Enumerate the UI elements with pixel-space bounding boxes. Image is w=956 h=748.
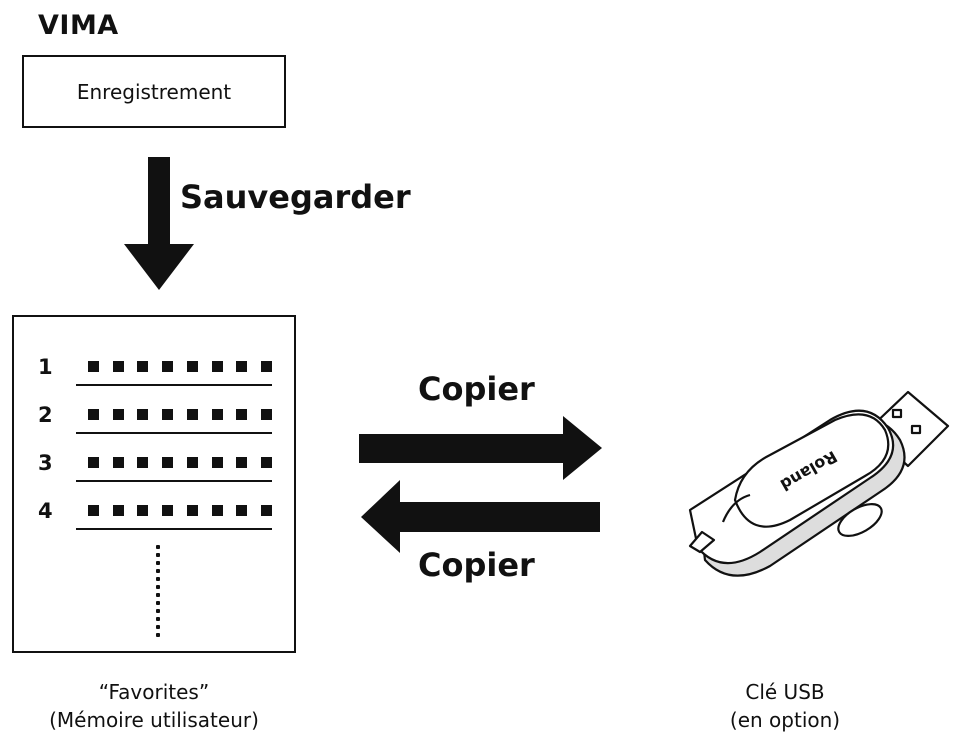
memory-slot-4: 4 bbox=[14, 489, 294, 535]
favorites-caption: “Favorites” (Mémoire utilisateur) bbox=[12, 678, 296, 734]
memory-slot-2: 2 bbox=[14, 393, 294, 439]
memory-slot-3: 3 bbox=[14, 441, 294, 487]
slot-underline bbox=[76, 384, 272, 386]
diagram-title: VIMA bbox=[38, 10, 119, 41]
slot-number: 1 bbox=[38, 355, 53, 379]
slot-underline bbox=[76, 480, 272, 482]
memory-slot-1: 1 bbox=[14, 345, 294, 391]
copy-from-usb-label: Copier bbox=[418, 546, 535, 584]
favorites-caption-line1: “Favorites” bbox=[98, 680, 210, 704]
slot-underline bbox=[76, 528, 272, 530]
recording-box: Enregistrement bbox=[22, 55, 286, 128]
save-label: Sauvegarder bbox=[180, 178, 411, 216]
slot-placeholder-dots bbox=[88, 505, 272, 516]
favorites-memory-box: 1 2 3 4 bbox=[12, 315, 296, 653]
usb-stick-icon bbox=[688, 390, 950, 577]
usb-caption: Clé USB (en option) bbox=[660, 678, 910, 734]
slot-underline bbox=[76, 432, 272, 434]
copy-left-arrow bbox=[361, 480, 600, 553]
usb-caption-line1: Clé USB bbox=[745, 680, 825, 704]
recording-label: Enregistrement bbox=[76, 79, 232, 104]
slot-number: 3 bbox=[38, 451, 53, 475]
copy-right-arrow bbox=[359, 416, 602, 480]
more-slots-ellipsis bbox=[155, 545, 161, 637]
slot-number: 4 bbox=[38, 499, 53, 523]
favorites-caption-line2: (Mémoire utilisateur) bbox=[49, 708, 259, 732]
slot-placeholder-dots bbox=[88, 361, 272, 372]
copy-to-usb-label: Copier bbox=[418, 370, 535, 408]
slot-placeholder-dots bbox=[88, 457, 272, 468]
usb-caption-line2: (en option) bbox=[729, 708, 841, 732]
slot-number: 2 bbox=[38, 403, 53, 427]
save-down-arrow bbox=[124, 157, 194, 290]
slot-placeholder-dots bbox=[88, 409, 272, 420]
